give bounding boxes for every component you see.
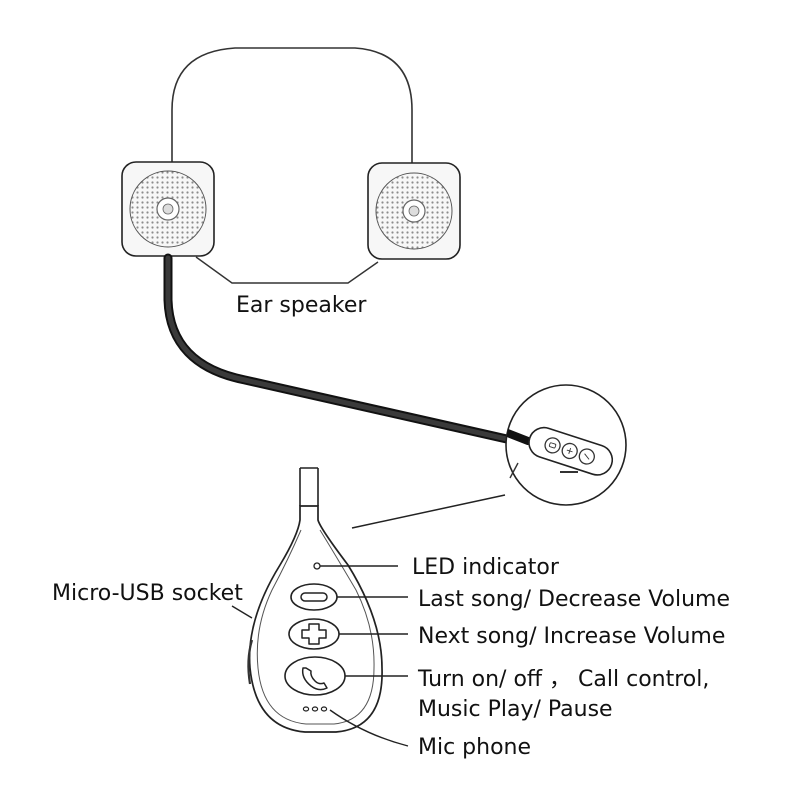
ear-speaker-label: Ear speaker [236,293,367,318]
mini-remote [528,426,614,476]
power-label-line2: Music Play/ Pause [418,697,613,722]
mic-leader [329,709,409,747]
minus-icon [300,592,328,602]
left-ear-speaker [121,161,215,257]
last-song-label: Last song/ Decrease Volume [418,587,730,612]
minus-button[interactable] [290,583,338,611]
remote-control [247,467,383,733]
phone-icon [301,667,328,691]
power-label-line1: Turn on/ off ， Call control, [417,667,709,692]
plus-icon [301,623,327,645]
micro-usb-label: Micro-USB socket [52,581,243,606]
mic-label: Mic phone [418,735,531,760]
led-indicator [313,562,321,570]
right-ear-speaker [367,162,461,260]
next-song-label: Next song/ Increase Volume [418,624,725,649]
mic-holes [302,706,328,712]
plus-button[interactable] [288,618,340,650]
zoom-circle [505,384,627,506]
zoom-tick [509,462,519,479]
power-call-button[interactable] [284,656,346,696]
led-label: LED indicator [412,555,560,580]
ear-speaker-callout [195,256,379,284]
zoom-pointer-line [351,494,506,529]
headband [171,47,413,168]
micro-usb-leader [231,605,253,619]
cable [163,253,525,447]
